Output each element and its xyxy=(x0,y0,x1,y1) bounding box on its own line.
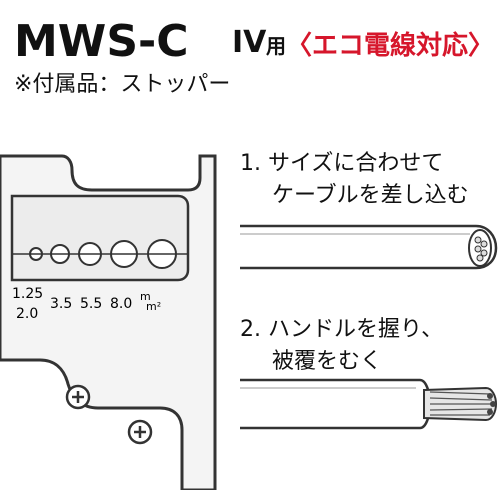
accessory-note: ※付属品：ストッパー xyxy=(14,72,231,97)
screw-upper-icon xyxy=(65,384,91,410)
model-name: MWS-C xyxy=(14,16,189,67)
step-1-line-2: ケーブルを差し込む xyxy=(272,183,469,208)
eco-label: 〈エコ電線対応〉 xyxy=(286,31,495,61)
type-code: IV xyxy=(232,25,267,60)
step-2-line-1: 2. ハンドルを握り、 xyxy=(240,317,444,342)
stripped-cable-illustration xyxy=(240,378,498,430)
label-3-5: 3.5 xyxy=(50,296,72,312)
label-8-0: 8.0 xyxy=(110,296,132,312)
label-1-25: 1.25 xyxy=(12,286,43,302)
screw-lower-icon xyxy=(127,419,153,445)
stripper-tool-illustration: 1.25 2.0 3.5 5.5 8.0 m m² xyxy=(0,154,217,490)
title-row: MWS-C IV 用 〈エコ電線対応〉 xyxy=(14,12,494,72)
cable-insert-illustration xyxy=(240,224,498,270)
label-unit-m: m xyxy=(140,290,151,303)
label-unit-m2: m² xyxy=(146,300,161,313)
step-1-line-1: 1. サイズに合わせて xyxy=(240,151,444,176)
label-2-0: 2.0 xyxy=(16,306,38,322)
step-2-line-2: 被覆をむく xyxy=(272,349,383,374)
stripped-cable-sheath xyxy=(240,378,432,430)
type-suffix: 用 xyxy=(266,34,286,58)
label-5-5: 5.5 xyxy=(80,296,102,312)
cable-sheath xyxy=(240,224,498,270)
